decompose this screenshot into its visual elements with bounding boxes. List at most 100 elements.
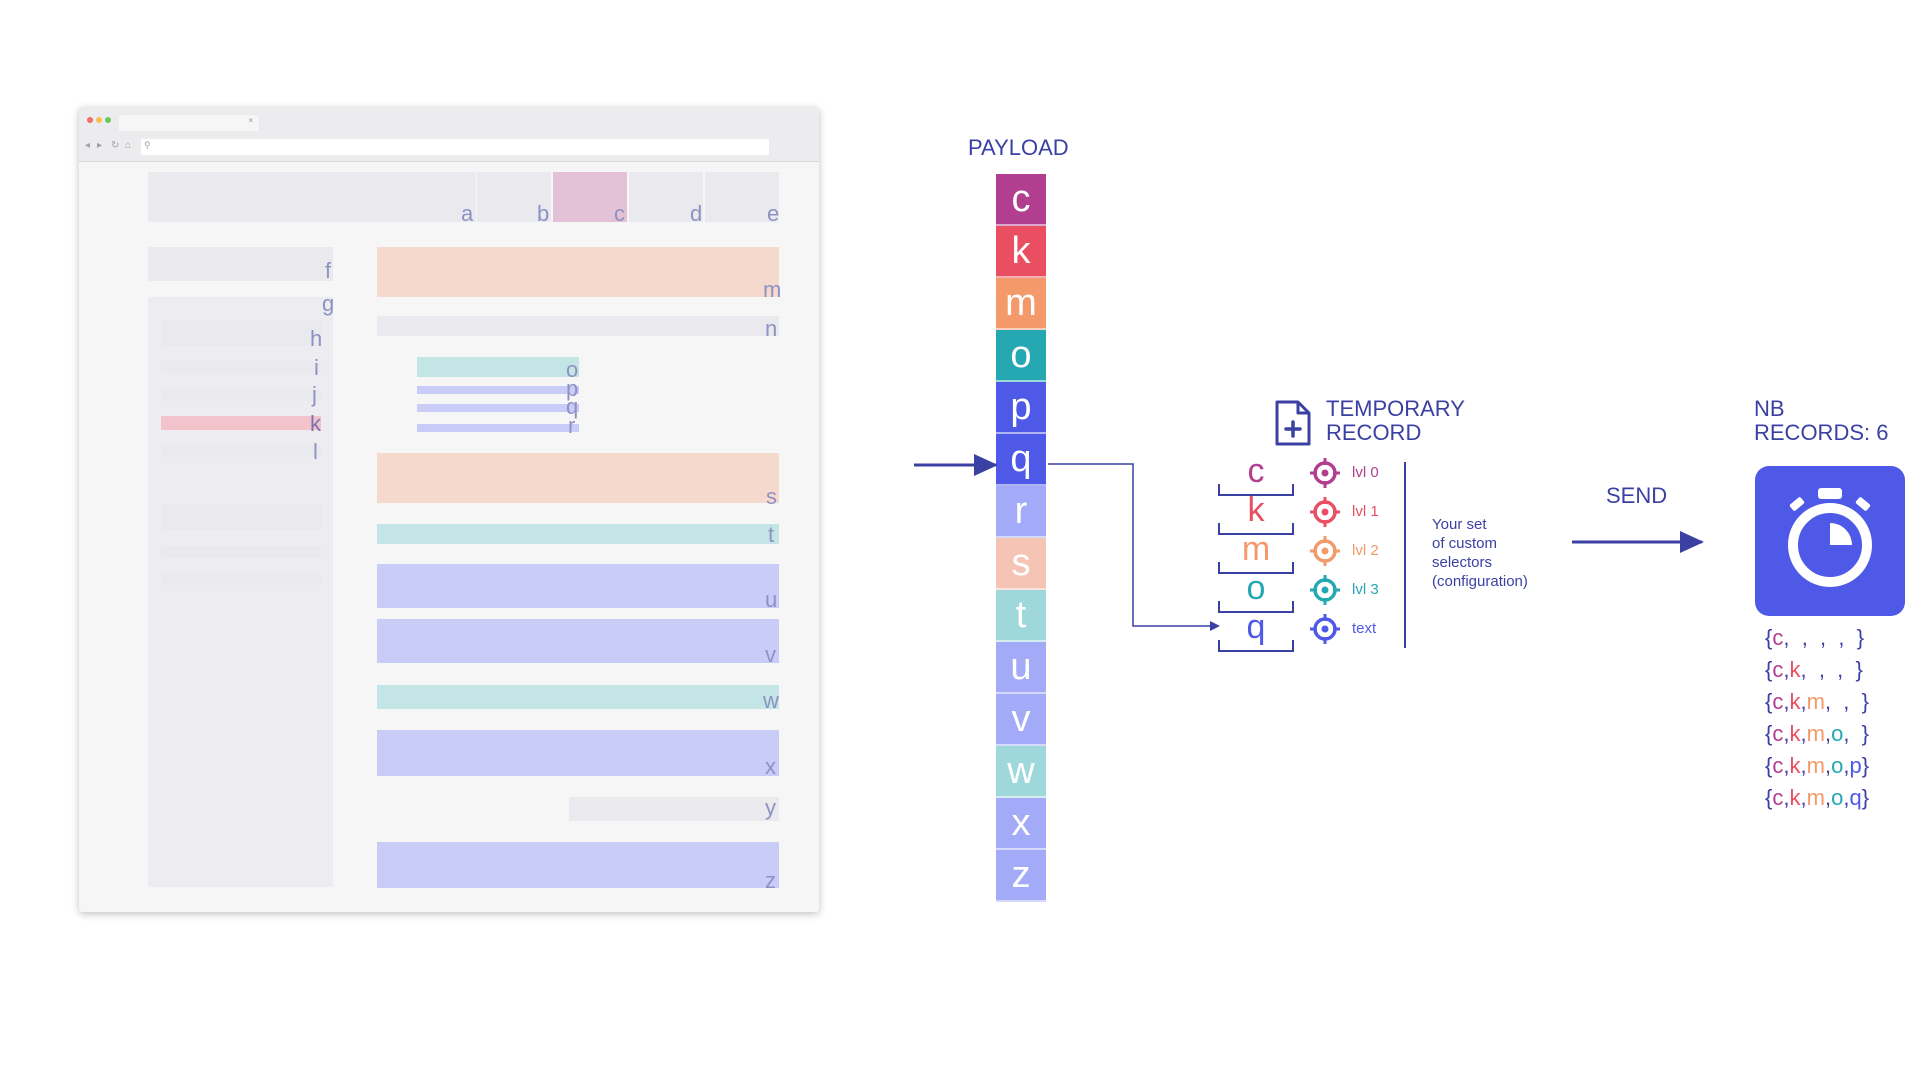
close-dot[interactable] — [87, 117, 93, 123]
record-entry-segment: , — [1783, 785, 1790, 810]
content-block-t — [377, 524, 779, 544]
file-plus-icon — [1275, 400, 1311, 446]
record-entry: {c,k, , , } — [1765, 658, 1863, 682]
record-level-label: lvl 2 — [1352, 542, 1379, 559]
temporary-record-title-line1: TEMPORARY — [1326, 396, 1465, 421]
payload-cell-v: v — [996, 694, 1046, 746]
record-entry-segment: , } — [1843, 721, 1869, 746]
back-icon[interactable]: ◂ — [85, 140, 91, 151]
selectors-note-line: of custom — [1432, 535, 1498, 552]
nb-records-line2: RECORDS: 6 — [1754, 420, 1889, 445]
record-entry-segment: m — [1806, 721, 1825, 746]
block-label-u: u — [765, 587, 778, 612]
sidebar-extra-block-1 — [161, 504, 321, 530]
record-entry: {c,k,m,o,q} — [1765, 786, 1869, 810]
sidebar-heading-block — [161, 320, 321, 346]
block-label-k: k — [310, 411, 321, 436]
record-entry-segment: } — [1861, 753, 1870, 778]
record-entry-segment: , — [1800, 721, 1807, 746]
block-label-j: j — [312, 382, 317, 407]
record-letter-c: c — [1247, 452, 1265, 490]
home-icon[interactable]: ⌂ — [125, 140, 132, 151]
block-label-m: m — [763, 277, 782, 302]
record-entry-segment: q — [1849, 785, 1862, 810]
payload-cell-s: s — [996, 538, 1046, 590]
tab-close-icon[interactable]: × — [248, 116, 253, 125]
record-level-label: text — [1352, 620, 1377, 637]
record-entry-segment: , — [1843, 785, 1850, 810]
header-nav-c — [553, 172, 627, 222]
content-block-q — [417, 404, 579, 412]
block-label-c: c — [614, 201, 625, 226]
payload-cell-u: u — [996, 642, 1046, 694]
selectors-note-line: Your set — [1432, 516, 1487, 533]
payload-cell-z: z — [996, 850, 1046, 902]
payload-cell-k: k — [996, 226, 1046, 278]
record-entry-segment: m — [1806, 753, 1825, 778]
browser-window: × ◂ ▸ ↻ ⌂ ⚲ a b c d e f g h i j k l m — [79, 107, 819, 912]
record-entry-segment: { — [1765, 657, 1773, 682]
block-label-r: r — [568, 413, 576, 438]
block-label-n: n — [765, 316, 778, 341]
record-letter-m: m — [1241, 530, 1271, 568]
header-nav-e — [705, 172, 779, 222]
content-block-r — [417, 424, 579, 432]
content-block-w — [377, 685, 779, 709]
block-label-i: i — [314, 355, 319, 380]
sidebar-title-block — [148, 247, 333, 281]
payload-cell-q: q — [996, 434, 1046, 486]
record-entry-segment: k — [1789, 753, 1801, 778]
record-entry-segment: , , } — [1824, 689, 1869, 714]
payload-to-record-arrow — [1048, 463, 1220, 631]
record-entry-segment: , — [1783, 721, 1790, 746]
block-label-d: d — [690, 201, 703, 226]
content-block-x — [377, 730, 779, 776]
target-icon — [1310, 536, 1340, 566]
record-entry: {c,k,m,o, } — [1765, 722, 1869, 746]
reload-icon[interactable]: ↻ — [111, 140, 120, 151]
block-label-x: x — [765, 754, 776, 779]
content-block-m — [377, 247, 779, 297]
block-label-b: b — [537, 201, 550, 226]
search-icon: ⚲ — [144, 140, 151, 150]
stopwatch-tile — [1755, 466, 1905, 616]
address-bar[interactable]: ⚲ — [141, 139, 769, 155]
payload-cell-w: w — [996, 746, 1046, 798]
payload-cell-c: c — [996, 174, 1046, 226]
forward-icon[interactable]: ▸ — [97, 140, 103, 151]
content-block-z — [377, 842, 779, 888]
record-entry: {c, , , , } — [1765, 626, 1864, 650]
browser-tab[interactable]: × — [119, 115, 259, 131]
record-entry-segment: c — [1772, 721, 1784, 746]
record-entry-segment: { — [1765, 721, 1773, 746]
selectors-note-line: selectors — [1432, 554, 1493, 571]
record-bracket — [1218, 640, 1294, 652]
target-icon — [1310, 614, 1340, 644]
block-label-w: w — [763, 688, 779, 713]
sidebar-extra-block-2 — [161, 546, 321, 558]
send-label: SEND — [1606, 483, 1668, 508]
record-entry-segment: k — [1789, 657, 1801, 682]
browser-chrome: × ◂ ▸ ↻ ⌂ ⚲ — [79, 107, 819, 162]
record-entry-segment: c — [1772, 657, 1784, 682]
record-entry-segment: c — [1772, 625, 1784, 650]
record-entry-segment: , — [1824, 785, 1832, 810]
selectors-note: Your set of custom selectors (configurat… — [1432, 515, 1528, 591]
block-label-g: g — [322, 291, 335, 316]
payload-cell-m: m — [996, 278, 1046, 330]
record-entry-segment: k — [1789, 689, 1801, 714]
sidebar-item-i — [161, 361, 321, 373]
block-label-s: s — [766, 484, 777, 509]
record-letter-o: o — [1246, 569, 1266, 607]
record-entry-segment: { — [1765, 753, 1773, 778]
record-entry-segment: , — [1824, 753, 1832, 778]
record-entry-segment: c — [1772, 689, 1784, 714]
payload-cell-o: o — [996, 330, 1046, 382]
maximize-dot[interactable] — [105, 117, 111, 123]
record-entry: {c,k,m,o,p} — [1765, 754, 1869, 778]
minimize-dot[interactable] — [96, 117, 102, 123]
block-label-z: z — [765, 868, 776, 893]
temporary-record-title-line2: RECORD — [1326, 420, 1422, 445]
record-entry-segment: , — [1783, 689, 1790, 714]
